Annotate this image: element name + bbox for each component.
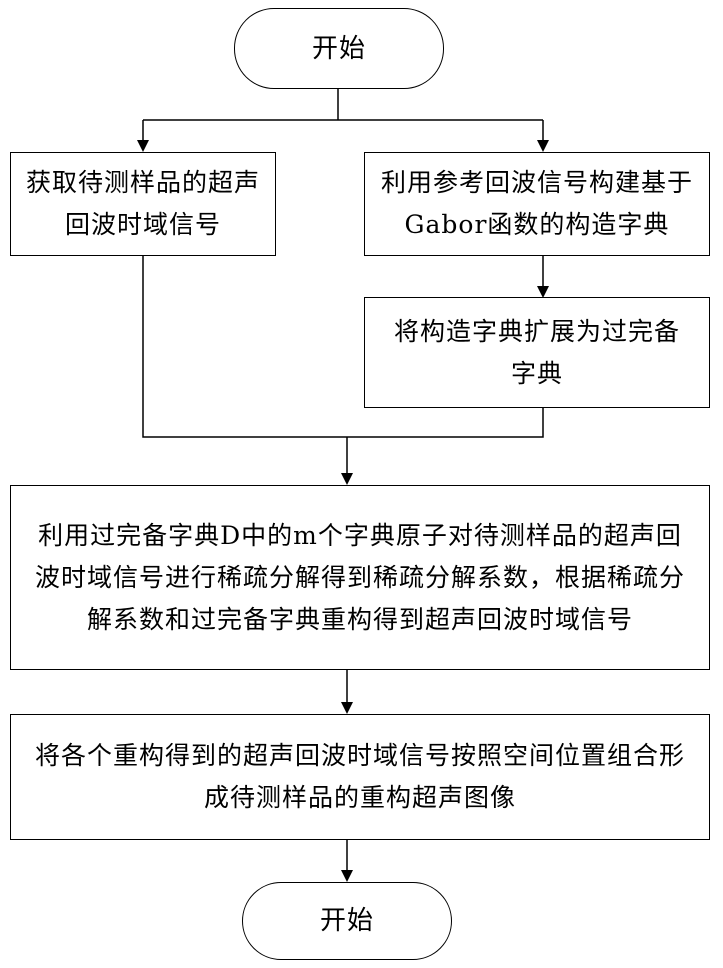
end-terminal: 开始 bbox=[242, 882, 452, 960]
acquire-signal-box: 获取待测样品的超声回波时域信号 bbox=[10, 152, 276, 256]
acquire-signal-label: 获取待测样品的超声回波时域信号 bbox=[19, 162, 267, 246]
start-terminal: 开始 bbox=[234, 8, 444, 89]
connector-acquire-down bbox=[143, 256, 347, 437]
build-dictionary-box: 利用参考回波信号构建基于Gabor函数的构造字典 bbox=[364, 152, 710, 256]
end-label: 开始 bbox=[320, 900, 374, 942]
combine-image-box: 将各个重构得到的超声回波时域信号按照空间位置组合形成待测样品的重构超声图像 bbox=[10, 714, 710, 840]
combine-image-label: 将各个重构得到的超声回波时域信号按照空间位置组合形成待测样品的重构超声图像 bbox=[33, 735, 687, 819]
connector-extend-down bbox=[347, 408, 543, 437]
build-dictionary-label: 利用参考回波信号构建基于Gabor函数的构造字典 bbox=[375, 162, 699, 246]
sparse-decompose-label: 利用过完备字典D中的m个字典原子对待测样品的超声回波时域信号进行稀疏分解得到稀疏… bbox=[29, 515, 691, 641]
sparse-decompose-box: 利用过完备字典D中的m个字典原子对待测样品的超声回波时域信号进行稀疏分解得到稀疏… bbox=[10, 485, 710, 670]
extend-dictionary-box: 将构造字典扩展为过完备字典 bbox=[364, 297, 710, 408]
start-label: 开始 bbox=[312, 28, 366, 70]
extend-dictionary-label: 将构造字典扩展为过完备字典 bbox=[385, 311, 689, 395]
